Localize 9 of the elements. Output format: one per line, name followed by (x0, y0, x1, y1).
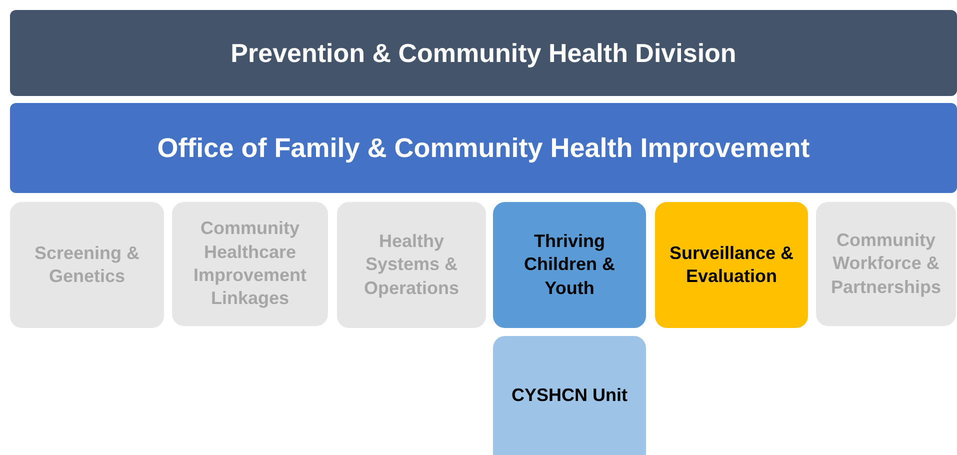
division-banner: Prevention & Community Health Division (10, 10, 957, 96)
unit-box: Healthy Systems & Operations (337, 202, 486, 328)
sub-unit-box: CYSHCN Unit (493, 336, 646, 455)
unit-box: Community Workforce & Partnerships (816, 202, 956, 326)
unit-box: Screening & Genetics (10, 202, 164, 328)
unit-box: Surveillance & Evaluation (655, 202, 808, 328)
unit-box: Community Healthcare Improvement Linkages (172, 202, 328, 326)
office-banner: Office of Family & Community Health Improvement (10, 103, 957, 193)
unit-box: Thriving Children & Youth (493, 202, 646, 328)
